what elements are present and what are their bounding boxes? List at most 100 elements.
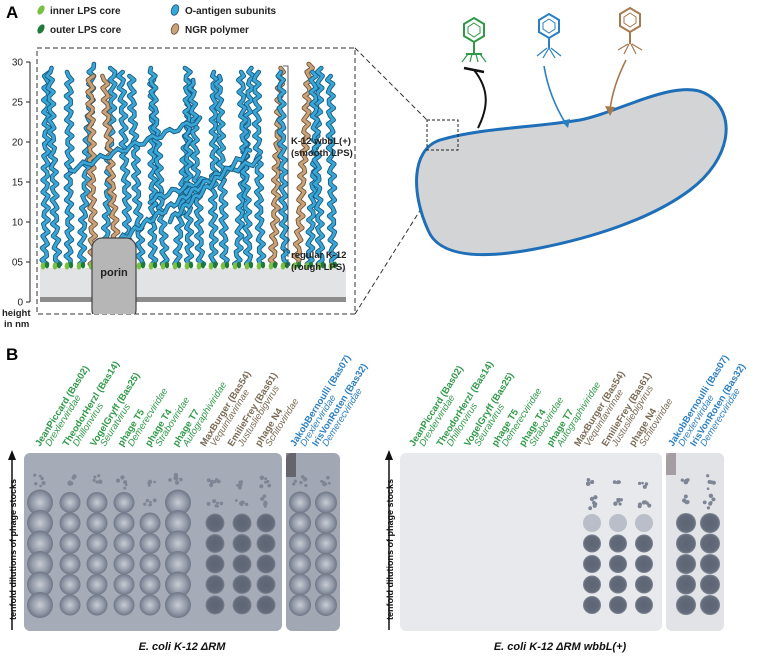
lysis-spot [27, 530, 53, 557]
lysis-spot [139, 594, 161, 616]
lysis-spot [27, 571, 53, 598]
lysis-spot [59, 594, 81, 616]
legend: inner LPS core outer LPS core O-antigen … [37, 4, 277, 36]
single-plaque [41, 481, 46, 486]
lysis-spot [59, 553, 81, 575]
single-plaque [263, 500, 267, 504]
plate-1 [24, 453, 340, 631]
single-plaque [215, 478, 218, 481]
lysis-spot [113, 533, 135, 554]
lysis-spot [139, 553, 161, 575]
membrane [40, 268, 346, 300]
single-plaque [152, 498, 157, 503]
ngr-swatch [170, 23, 180, 35]
o-antigen-chain [252, 70, 266, 266]
lysis-spot [635, 555, 653, 573]
lysis-spot [165, 510, 191, 536]
inner-core [316, 262, 322, 270]
block-bar [463, 66, 485, 74]
single-plaque [92, 478, 96, 482]
outer-core-swatch [37, 24, 45, 34]
single-plaque [616, 499, 621, 503]
lysis-spot [676, 574, 696, 595]
o-antigen-chain [187, 78, 206, 266]
single-plaque [320, 479, 324, 483]
single-plaque [95, 480, 99, 484]
phage-blue [536, 12, 562, 59]
y-tick-label: 25 [12, 98, 24, 109]
y-tick-label: 15 [12, 178, 24, 189]
single-plaque [214, 504, 218, 508]
inner-core [208, 262, 214, 270]
smooth-label-2: (smooth LPS) [291, 148, 353, 159]
lysis-spot [700, 574, 720, 595]
single-plaque [259, 475, 265, 481]
single-plaque [39, 484, 43, 488]
single-plaque [240, 500, 244, 505]
single-plaque [153, 480, 156, 484]
single-plaque [585, 481, 591, 486]
lysis-spot [86, 594, 108, 616]
o-antigen-chain [127, 74, 145, 266]
phage-brown [617, 6, 643, 55]
o-antigen-cross-chain [118, 179, 212, 241]
dilution-axis-right: tenfold dilutions of phage stocks [385, 450, 395, 630]
single-plaque [173, 472, 179, 478]
lysis-spot [113, 594, 135, 616]
o-antigen-chain [40, 70, 52, 266]
single-plaque [93, 475, 97, 479]
single-plaque [212, 499, 217, 504]
single-plaque [707, 480, 712, 484]
outer-core [200, 261, 206, 269]
y-axis-label-height: height [2, 308, 31, 319]
inner-core [52, 262, 58, 270]
outer-core [176, 261, 182, 269]
single-plaque [240, 503, 244, 507]
lysis-spot [700, 554, 720, 574]
rough-label-1: regular K-12 [291, 250, 346, 261]
single-plaque [302, 477, 308, 482]
o-antigen-chain [309, 70, 325, 266]
y-tick-label: 30 [12, 58, 24, 69]
lysis-spot [315, 594, 337, 616]
lysis-spot [59, 492, 81, 513]
outer-core [260, 261, 266, 269]
lysis-spot [232, 554, 252, 574]
single-plaque [638, 481, 642, 486]
lysis-spot [289, 573, 311, 596]
plate-1-caption: E. coli K-12 ΔRM [139, 641, 227, 653]
lysis-spot [635, 596, 653, 614]
o-antigen-cross-chain [68, 116, 202, 173]
inner-core [256, 262, 262, 270]
inner-core [268, 262, 274, 270]
outer-core [224, 261, 230, 269]
y-tick-label: 0 [17, 298, 23, 309]
single-plaque [291, 482, 296, 486]
single-plaque [216, 479, 221, 484]
lysis-spot [205, 534, 225, 553]
lysis-spot [27, 592, 53, 618]
inner-core-swatch [37, 5, 45, 15]
single-plaque [613, 501, 618, 506]
inner-core [184, 262, 190, 270]
lysis-spot [165, 530, 191, 557]
single-plaque [647, 503, 652, 508]
inner-core [304, 262, 310, 270]
single-plaque [299, 480, 303, 485]
lysis-spot [676, 554, 696, 574]
single-plaque [680, 478, 684, 482]
single-plaque [637, 504, 642, 509]
lysis-spot [700, 533, 720, 554]
inner-core [280, 262, 286, 270]
outer-core [164, 261, 170, 269]
lysis-spot [27, 489, 53, 516]
lysis-spot [700, 513, 720, 533]
single-plaque [206, 501, 211, 506]
single-plaque [591, 479, 595, 483]
inner-core [328, 262, 334, 270]
outer-core [284, 261, 290, 269]
faint-spot [583, 514, 601, 532]
single-plaque [206, 478, 211, 483]
